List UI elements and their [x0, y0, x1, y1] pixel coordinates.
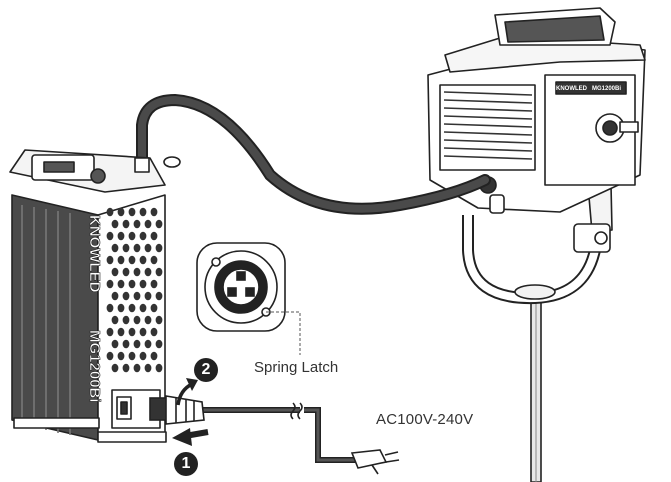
vent-hole	[133, 315, 141, 325]
head-fins	[439, 84, 536, 171]
vent-hole	[111, 267, 119, 277]
connector-detail	[196, 242, 286, 332]
vent-hole	[155, 243, 163, 253]
vent-hole	[155, 291, 163, 301]
vent-hole	[117, 255, 125, 265]
head-model: MG1200Bi	[592, 86, 621, 92]
ballast-unit	[9, 149, 181, 443]
vent-hole	[117, 207, 125, 217]
vent-hole	[111, 243, 119, 253]
vent-hole	[117, 351, 125, 361]
vent-hole	[144, 267, 152, 277]
vent-hole	[139, 327, 147, 337]
vent-hole	[133, 267, 141, 277]
vent-hole	[155, 315, 163, 325]
vent-hole	[133, 219, 141, 229]
power-connector	[149, 395, 205, 425]
ballast-fins	[11, 194, 99, 441]
vent-hole	[128, 207, 136, 217]
vent-hole	[128, 303, 136, 313]
vent-hole	[106, 303, 114, 313]
vent-hole	[150, 279, 158, 289]
ac-voltage-label: AC100V-240V	[376, 411, 474, 428]
vent-hole	[111, 339, 119, 349]
vent-hole	[122, 267, 130, 277]
vent-hole	[139, 207, 147, 217]
vent-hole	[155, 339, 163, 349]
ballast-model: MG1200Bi	[86, 330, 103, 403]
vent-hole	[150, 327, 158, 337]
vent-hole	[155, 219, 163, 229]
vent-hole	[111, 315, 119, 325]
vent-hole	[144, 243, 152, 253]
power-cable	[200, 407, 360, 463]
spring-latch-label: Spring Latch	[254, 359, 339, 376]
ballast-knob	[90, 168, 106, 184]
vent-hole	[122, 315, 130, 325]
vent-hole	[150, 351, 158, 361]
vent-hole	[106, 207, 114, 217]
step-1-badge: 1	[174, 452, 198, 476]
vent-hole	[117, 327, 125, 337]
vent-hole	[122, 243, 130, 253]
vent-hole	[139, 231, 147, 241]
vent-hole	[150, 303, 158, 313]
vent-hole	[122, 219, 130, 229]
vent-hole	[117, 303, 125, 313]
vent-hole	[128, 351, 136, 361]
vent-hole	[139, 255, 147, 265]
vent-hole	[155, 363, 163, 373]
vent-hole	[144, 219, 152, 229]
vent-hole	[144, 339, 152, 349]
vent-hole	[150, 207, 158, 217]
vent-hole	[133, 363, 141, 373]
vent-hole	[150, 255, 158, 265]
vent-hole	[106, 255, 114, 265]
vent-hole	[122, 291, 130, 301]
vent-hole	[128, 231, 136, 241]
vent-hole	[128, 255, 136, 265]
spring-latch-leader	[266, 311, 301, 355]
vent-hole	[133, 339, 141, 349]
vent-hole	[150, 231, 158, 241]
plug-icon	[350, 449, 400, 475]
vent-hole	[139, 351, 147, 361]
vent-hole	[106, 327, 114, 337]
vent-hole	[106, 279, 114, 289]
vent-hole	[106, 351, 114, 361]
vent-hole	[144, 315, 152, 325]
vent-hole	[128, 327, 136, 337]
vent-hole	[122, 363, 130, 373]
vent-hole	[111, 363, 119, 373]
vent-hole	[144, 291, 152, 301]
vent-hole	[133, 291, 141, 301]
head-brand: KNOWLED	[556, 86, 588, 92]
light-head	[427, 7, 646, 482]
vent-hole	[155, 267, 163, 277]
vent-hole	[139, 303, 147, 313]
ballast-vent-holes	[106, 207, 163, 373]
ballast-brand: KNOWLED	[86, 215, 103, 293]
vent-hole	[111, 219, 119, 229]
vent-hole	[139, 279, 147, 289]
vent-hole	[144, 363, 152, 373]
vent-hole	[128, 279, 136, 289]
vent-hole	[117, 231, 125, 241]
step-2-badge: 2	[194, 358, 218, 382]
vent-hole	[133, 243, 141, 253]
vent-hole	[111, 291, 119, 301]
vent-hole	[106, 231, 114, 241]
vent-hole	[117, 279, 125, 289]
vent-hole	[122, 339, 130, 349]
